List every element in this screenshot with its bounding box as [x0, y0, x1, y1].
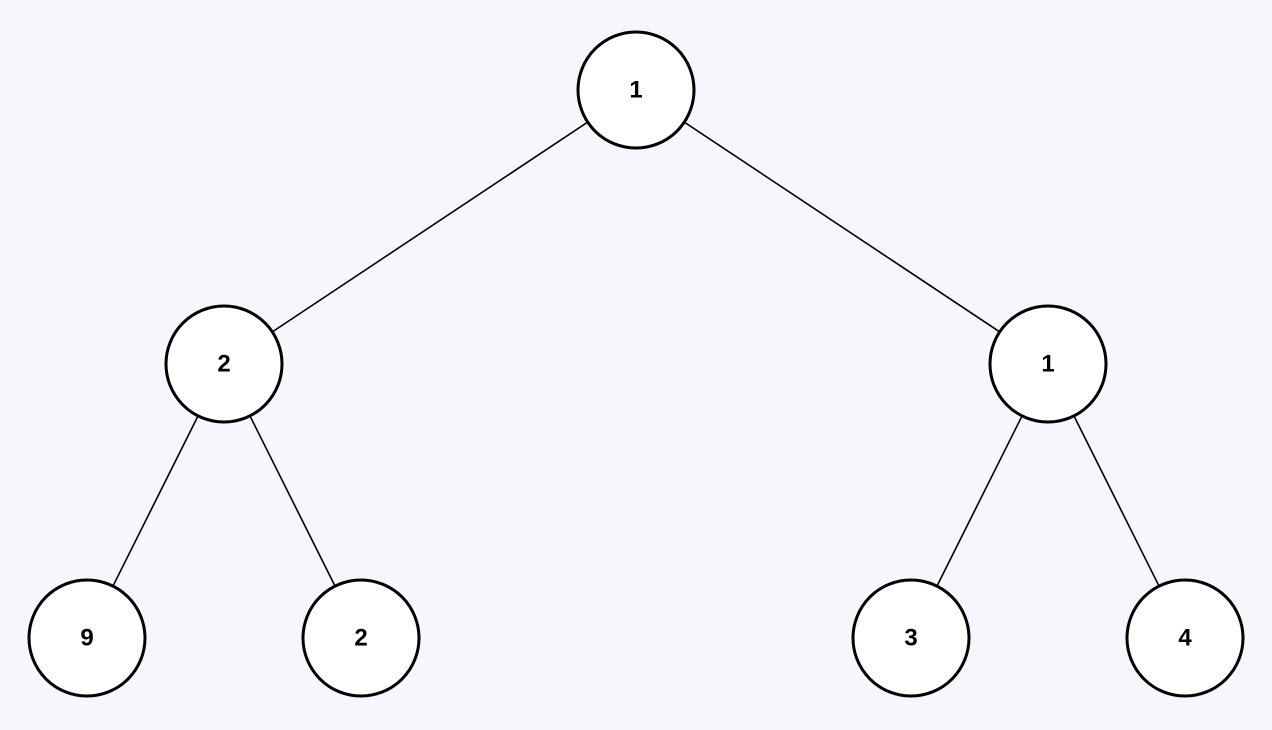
tree-nodes: 1 2 1 9 2 3 4	[27, 30, 1245, 698]
tree-node-label: 1	[1041, 351, 1054, 378]
tree-node-circle	[1125, 578, 1245, 698]
tree-node-label: 2	[217, 351, 230, 378]
tree-node-circle	[27, 578, 147, 698]
tree-edge-root-to-right	[635, 89, 1049, 365]
tree-node-label: 2	[354, 625, 367, 652]
tree-node-label: 3	[904, 625, 917, 652]
tree-node-root: 1	[576, 30, 696, 150]
tree-node-label: 9	[80, 625, 93, 652]
tree-node-right-left: 3	[851, 578, 971, 698]
tree-node-circle	[301, 578, 421, 698]
tree-node-right-right: 4	[1125, 578, 1245, 698]
tree-node-circle	[851, 578, 971, 698]
tree-node-circle	[988, 304, 1108, 424]
tree-node-circle	[164, 304, 284, 424]
tree-node-label: 1	[629, 77, 642, 104]
tree-node-left: 2	[164, 304, 284, 424]
tree-node-label: 4	[1178, 625, 1192, 652]
tree-node-right: 1	[988, 304, 1108, 424]
tree-edge-root-to-left	[223, 89, 637, 365]
tree-node-left-left: 9	[27, 578, 147, 698]
tree-node-left-right: 2	[301, 578, 421, 698]
tree-node-circle	[576, 30, 696, 150]
